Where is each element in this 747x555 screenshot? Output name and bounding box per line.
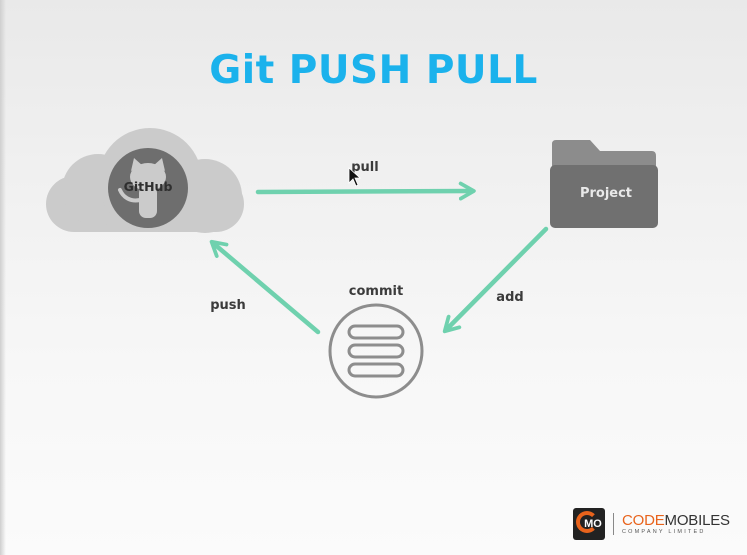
codemobiles-logo: MO CODEMOBILES COMPANY LIMITED [573,506,737,542]
commit-node: commit [328,284,424,399]
logo-tagline: COMPANY LIMITED [622,528,706,535]
left-edge-shadow [0,0,6,555]
github-label: GitHub [124,179,173,194]
github-cloud-node: GitHub [46,128,244,233]
push-label: push [210,298,246,313]
push-arrow [209,239,321,335]
add-arrow [442,226,549,334]
project-folder-node: Project [550,140,658,228]
project-label: Project [580,186,632,201]
slide-title: Git PUSH PULL [209,48,538,93]
commit-circle [328,303,424,399]
mouse-cursor-icon [348,167,362,187]
pull-arrow [255,181,476,201]
commit-stack-icon [347,324,405,378]
pull-label: pull [351,160,378,175]
logo-name-part2: MOBILES [664,511,730,529]
codemobiles-mark-icon: MO [573,508,605,540]
add-label: add [496,290,523,305]
logo-mark-text: MO [584,518,602,530]
folder-icon [550,165,658,228]
logo-name-part1: CODE [622,511,665,529]
octocat-icon [118,158,166,218]
folder-back [552,140,656,170]
logo-divider [613,513,614,535]
commit-label: commit [349,284,403,299]
